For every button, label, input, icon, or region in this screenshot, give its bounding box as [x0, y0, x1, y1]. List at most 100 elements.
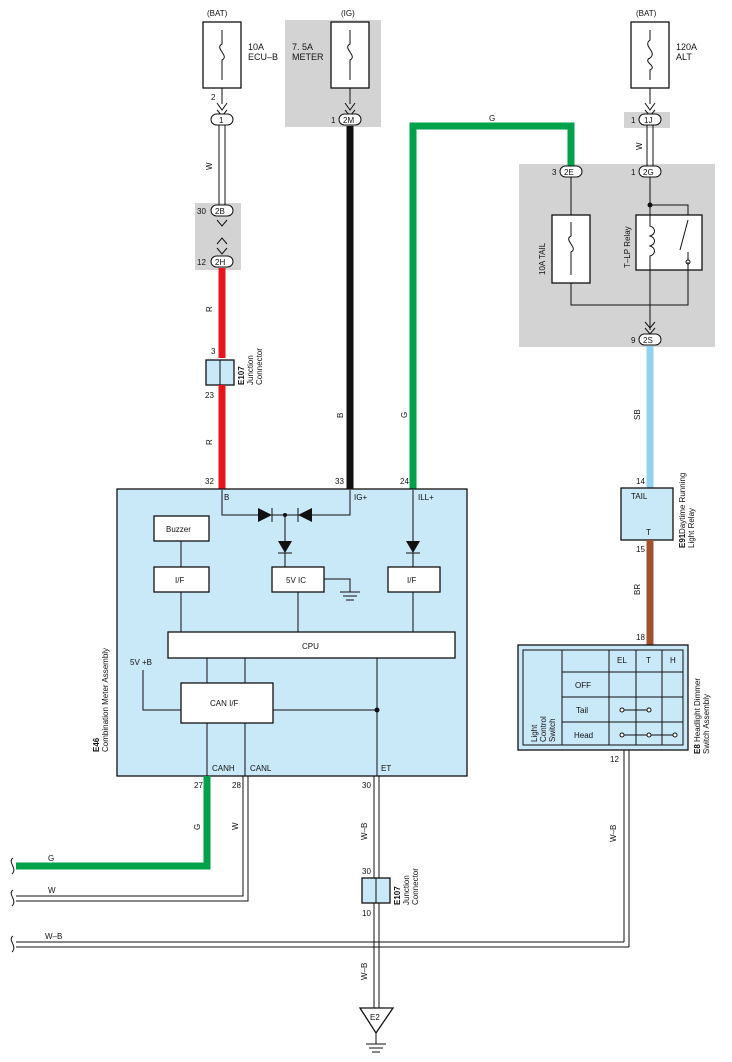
meter-buzzer-label: Buzzer — [166, 525, 191, 534]
pin-label: 1 — [631, 116, 636, 125]
wire-color-label: W–B — [360, 963, 369, 980]
dimmer-col-t: T — [646, 656, 651, 665]
wire-green-can — [16, 776, 211, 870]
fuse-meter-rating: 7. 5A — [292, 42, 313, 52]
drl-relay-id: E91 — [678, 533, 687, 548]
dimmer-id: E8 — [693, 744, 702, 754]
wire-color-label: W — [231, 822, 240, 830]
meter-can-if-label: CAN I/F — [210, 699, 239, 708]
connector-2h — [210, 255, 234, 268]
pin-label: 1 — [631, 168, 636, 177]
diode-4 — [406, 541, 420, 553]
pin-label: 32 — [205, 477, 214, 486]
tlp-relay — [635, 214, 703, 271]
wire-color-label: W–B — [609, 825, 618, 842]
meter-if2 — [387, 566, 441, 593]
meter-name: Combination Meter Assembly — [101, 648, 110, 752]
wire-color-label: BR — [633, 584, 642, 595]
junction-bottom-id: E107 — [393, 886, 402, 905]
meter-cpu-label: CPU — [302, 642, 319, 651]
wire-color-label: R — [205, 306, 214, 312]
ground-e2 — [358, 1007, 395, 1035]
drl-relay-name2: Light Relay — [687, 508, 696, 548]
connector-label: 1J — [644, 116, 652, 125]
wire-color-label: W–B — [360, 823, 369, 840]
pin-label: 30 — [362, 867, 371, 876]
meter-et: ET — [381, 764, 391, 773]
pin-label: 30 — [197, 207, 206, 216]
pin-label: 18 — [636, 633, 645, 642]
connector-2b — [210, 204, 234, 217]
diode-2 — [298, 508, 312, 522]
pin-label: 23 — [205, 391, 214, 400]
drl-relay-name: Daytime Running — [678, 473, 687, 534]
pin-label: 28 — [232, 781, 241, 790]
dimmer-col-h: H — [670, 656, 676, 665]
dimmer-row-tail: Tail — [576, 706, 588, 715]
meter-if1 — [153, 566, 210, 593]
fuse-ecu-b-name: ECU–B — [248, 52, 278, 62]
pin-label: 12 — [610, 755, 619, 764]
dimmer-switch1: Light — [530, 724, 539, 742]
connector-1j — [638, 113, 662, 126]
meter-5vb: 5V +B — [130, 658, 152, 667]
dimmer-row-off: OFF — [575, 681, 591, 690]
meter-term-ig: IG+ — [354, 493, 367, 502]
meter-id: E46 — [92, 737, 101, 752]
diode-3 — [278, 541, 292, 553]
fuse-bat-left-source: (BAT) — [207, 9, 228, 18]
pin-label: 14 — [636, 477, 645, 486]
fuse-bat-right-source: (BAT) — [636, 9, 657, 18]
fuse-alt-rating: 120A — [676, 42, 697, 52]
pin-label: 27 — [194, 781, 203, 790]
junction-top-name2: Connector — [255, 348, 264, 385]
pin-label: 33 — [335, 477, 344, 486]
meter-term-ill: ILL+ — [418, 493, 434, 502]
ground-symbol — [340, 591, 360, 601]
connector-label: 2M — [343, 116, 354, 125]
meter-buzzer — [153, 515, 210, 542]
pin-label: 12 — [197, 258, 206, 267]
drl-relay-tail: TAIL — [631, 492, 648, 501]
connector-label: 1 — [219, 116, 224, 125]
junction-top-id: E107 — [237, 366, 246, 385]
meter-canl: CANL — [250, 764, 272, 773]
wire-color-label: G — [489, 114, 495, 123]
connector-label: 2B — [215, 207, 225, 216]
relay-coil — [648, 205, 655, 270]
terminal-arrow — [216, 219, 228, 255]
dimmer-name2: Switch Assembly — [702, 694, 711, 754]
dimmer-name: Headlight Dimmer — [693, 678, 702, 742]
wire-color-label: G — [400, 412, 409, 418]
meter-term-b: B — [224, 493, 229, 502]
pin-label: 10 — [362, 909, 371, 918]
wire-color-label: G — [48, 854, 54, 863]
fuse-ecu-b-rating: 10A — [248, 42, 264, 52]
wire-color-label: W — [48, 886, 56, 895]
fuse-alt-symbol — [647, 30, 653, 80]
meter-5v-ic-label: 5V IC — [286, 576, 306, 585]
junction-top-name: Junction — [246, 355, 255, 385]
fuse-alt-name: ALT — [676, 52, 692, 62]
connector-label: 2H — [215, 258, 225, 267]
meter-canh: CANH — [212, 764, 235, 773]
pin-label: 15 — [636, 545, 645, 554]
wire-color-label: SB — [633, 409, 642, 420]
pin-label: 3 — [211, 347, 216, 356]
wire-color-label: W — [205, 162, 214, 170]
pin-label: 3 — [552, 168, 557, 177]
fuse-tail-name: 10A TAIL — [538, 242, 547, 275]
wire-color-label: G — [193, 824, 202, 830]
ground-e2-label: E2 — [370, 1013, 380, 1022]
ground-symbol — [366, 1033, 386, 1053]
fuse-tail-symbol — [568, 222, 574, 275]
connector-label: 2G — [643, 168, 654, 177]
drl-relay-t: T — [646, 528, 651, 537]
fuse-ig-source: (IG) — [341, 9, 355, 18]
pin-label: 2 — [211, 93, 216, 102]
fuse-meter-name: METER — [292, 52, 324, 62]
meter-can-if — [180, 682, 274, 724]
pin-label: 1 — [331, 116, 336, 125]
connector-label: 2E — [564, 168, 574, 177]
